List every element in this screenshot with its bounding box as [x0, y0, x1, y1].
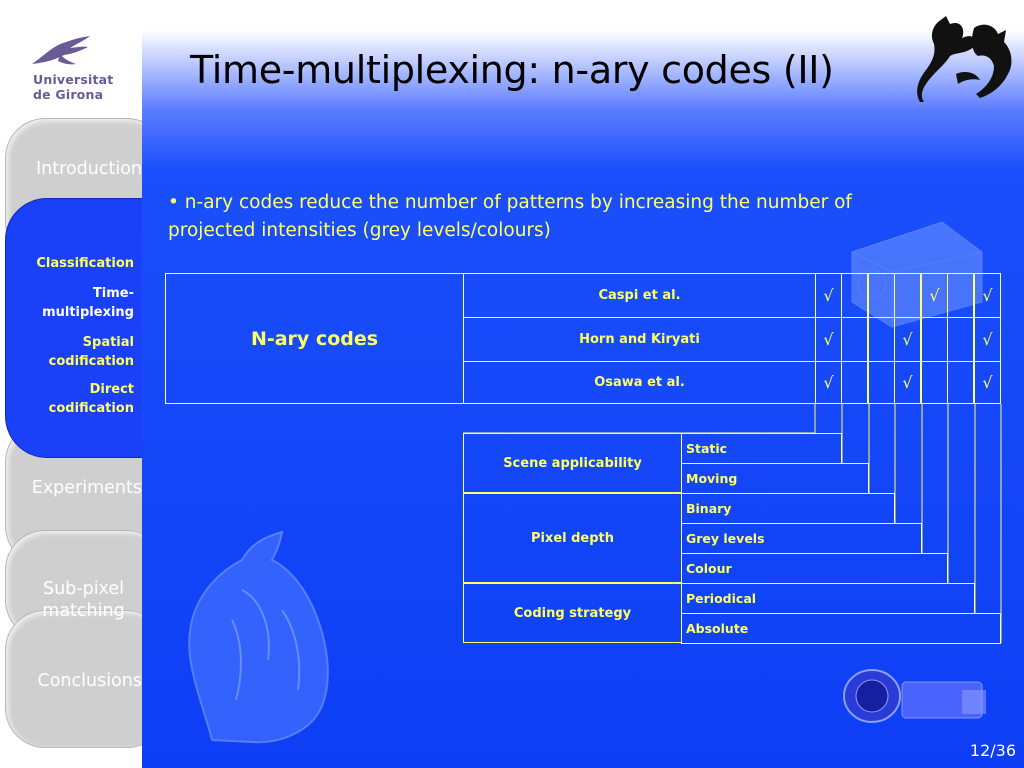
page-number: 12/36 [969, 741, 1016, 760]
check-cell: √ [974, 361, 1001, 404]
check-cell [868, 361, 895, 404]
horse-head-image-icon [188, 530, 329, 744]
nav-label-subpixel-line2: matching [42, 601, 125, 621]
author-cell-horn-kiryati: Horn and Kiryati [463, 317, 816, 362]
legend-item: Static [681, 433, 842, 464]
bird-logo-icon [32, 36, 90, 65]
subnav-time-multiplexing[interactable]: Time- multiplexing [0, 284, 134, 322]
subnav-time-multiplexing-line1: Time- [92, 286, 134, 301]
subnav-direct-line1: Direct [89, 382, 134, 397]
check-cell [947, 361, 974, 404]
bullet-point: • n-ary codes reduce the number of patte… [168, 189, 928, 245]
nav-label-conclusions[interactable]: Conclusions [37, 671, 143, 691]
nav-label-experiments[interactable]: Experiments [31, 478, 142, 498]
check-cell [868, 317, 895, 362]
legend-item: Grey levels [681, 523, 922, 554]
legend-item: Colour [681, 553, 948, 584]
subnav-time-multiplexing-line2: multiplexing [42, 305, 134, 320]
slide-area: Time-multiplexing: n-ary codes (II) • n-… [142, 0, 1024, 768]
check-cell [894, 273, 921, 318]
nav-tab-conclusions[interactable] [5, 610, 167, 748]
check-cell [921, 317, 948, 362]
legend-item: Absolute [681, 613, 1001, 644]
university-name-line2: de Girona [33, 87, 104, 102]
check-cell: √ [974, 317, 1001, 362]
author-cell-caspi: Caspi et al. [463, 273, 816, 318]
check-cell [947, 273, 974, 318]
group-label-nary-codes: N-ary codes [165, 273, 464, 404]
legend-item: Moving [681, 463, 869, 494]
check-cell: √ [921, 273, 948, 318]
subnav-direct-line2: codification [48, 401, 134, 416]
subnav-spatial-line1: Spatial [82, 335, 134, 350]
check-cell [841, 317, 868, 362]
check-cell: √ [815, 361, 842, 404]
bullet-dot: • [168, 192, 185, 213]
nav-label-introduction[interactable]: Introduction [36, 159, 142, 179]
check-cell: √ [894, 317, 921, 362]
check-cell: √ [894, 361, 921, 404]
sidebar: Universitat de Girona Introduction Exper… [0, 0, 207, 768]
university-name-line1: Universitat [33, 72, 114, 87]
nav-label-subpixel-line1: Sub-pixel [42, 579, 125, 599]
slide-title: Time-multiplexing: n-ary codes (II) [190, 48, 834, 92]
check-cell: √ [815, 317, 842, 362]
check-cell [841, 273, 868, 318]
check-cell: √ [815, 273, 842, 318]
legend-item: Binary [681, 493, 895, 524]
bullet-text: n-ary codes reduce the number of pattern… [168, 192, 852, 241]
nav-label-subpixel-matching[interactable]: Sub-pixel matching [18, 578, 149, 622]
subnav-direct-codification[interactable]: Direct codification [0, 380, 134, 418]
camera-image-icon [843, 669, 986, 723]
subnav-spatial-codification[interactable]: Spatial codification [0, 333, 134, 371]
check-cell [947, 317, 974, 362]
subnav-spatial-line2: codification [48, 354, 134, 369]
check-cell [841, 361, 868, 404]
check-cell: √ [974, 273, 1001, 318]
check-cell [868, 273, 895, 318]
legend-group-label: Pixel depth [463, 493, 682, 583]
cat-logo-icon [917, 16, 1012, 102]
university-logo: Universitat de Girona [22, 34, 132, 114]
check-cell [921, 361, 948, 404]
projector-image-icon [851, 221, 983, 328]
legend-group-label: Scene applicability [463, 433, 682, 493]
legend-item: Periodical [681, 583, 975, 614]
subnav-classification[interactable]: Classification [36, 256, 134, 271]
author-cell-osawa: Osawa et al. [463, 361, 816, 404]
legend-group-label: Coding strategy [463, 583, 682, 643]
